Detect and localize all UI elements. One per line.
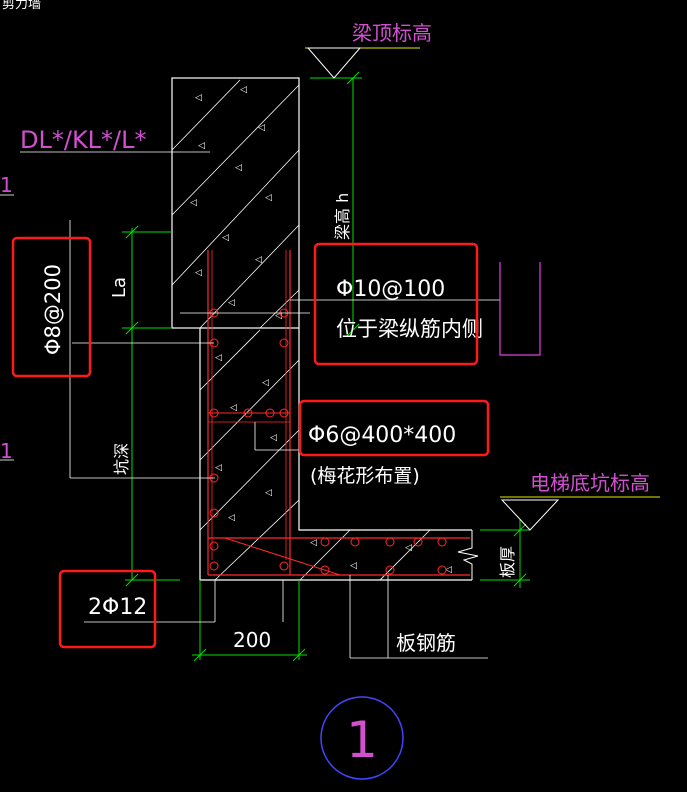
pit-bottom-elevation-mark: 电梯底坑标高 [500,471,660,531]
svg-text:◁: ◁ [195,268,202,278]
svg-text:◁: ◁ [262,378,269,388]
leader-lines [0,151,501,659]
rebar-layout [207,250,470,576]
svg-text:◁: ◁ [222,233,229,243]
svg-text:◁: ◁ [228,298,235,308]
svg-text:◁: ◁ [270,433,277,443]
svg-text:◁: ◁ [275,311,282,321]
beam-top-elevation-mark: 梁顶标高 [305,21,432,79]
svg-text:◁: ◁ [240,85,247,95]
stirrup-inner-spec: Φ10@100 [336,277,445,302]
slab-rebar-label: 板钢筋 [396,631,456,655]
tie-bar-note: (梅花形布置) [310,465,420,487]
left-marker-lower: 1 [0,439,13,463]
svg-text:◁: ◁ [195,93,202,103]
svg-text:◁: ◁ [405,543,412,553]
svg-text:◁: ◁ [235,163,242,173]
stirrup-left-spec: Φ8@200 [41,264,65,355]
svg-text:◁: ◁ [350,561,357,571]
dimension-lines [122,71,530,662]
corner-fragment-text: 剪力墙 [2,0,41,12]
svg-text:◁: ◁ [198,141,205,151]
detail-number: 1 [346,711,378,769]
svg-text:◁: ◁ [265,193,272,203]
highlight-box-bottom-bars [58,569,157,649]
highlight-box-stirrup-left [11,236,92,378]
svg-text:◁: ◁ [258,123,265,133]
svg-text:◁: ◁ [215,353,222,363]
svg-text:◁: ◁ [215,463,222,473]
beam-section: ◁ ◁ ◁ ◁ ◁ ◁ ◁ ◁ ◁ ◁ ◁ ◁ [171,77,300,329]
highlight-box-tie-bar [298,399,490,457]
inner-side-bracket [499,262,541,356]
anchorage-length-label: La [109,277,130,298]
svg-text:◁: ◁ [228,513,235,523]
beam-top-elevation-label: 梁顶标高 [352,21,432,45]
beam-height-label: 梁高 h [333,193,352,240]
wall-height-label: 坑深 [112,443,131,475]
detail-number-symbol: 1 [320,696,404,780]
svg-text:◁: ◁ [255,255,262,265]
width-dimension-value: 200 [233,628,271,652]
svg-text:◁: ◁ [310,538,317,548]
tie-bar-spec: Φ6@400*400 [308,423,456,448]
bottom-bars-spec: 2Φ12 [88,595,147,620]
beam-type-label: DL*/KL*/L* [20,126,147,154]
left-marker-upper: 1 [0,173,13,197]
highlight-box-stirrup-inner [313,242,479,366]
svg-text:◁: ◁ [445,565,452,575]
slab-thickness-label: 板厚 [498,546,517,578]
svg-text:◁: ◁ [230,403,237,413]
highlight-boxes [11,236,490,649]
stirrup-inner-note: 位于梁纵筋内侧 [336,317,483,341]
svg-text:◁: ◁ [265,488,272,498]
svg-text:◁: ◁ [190,198,197,208]
pit-bottom-elevation-label: 电梯底坑标高 [530,471,650,495]
